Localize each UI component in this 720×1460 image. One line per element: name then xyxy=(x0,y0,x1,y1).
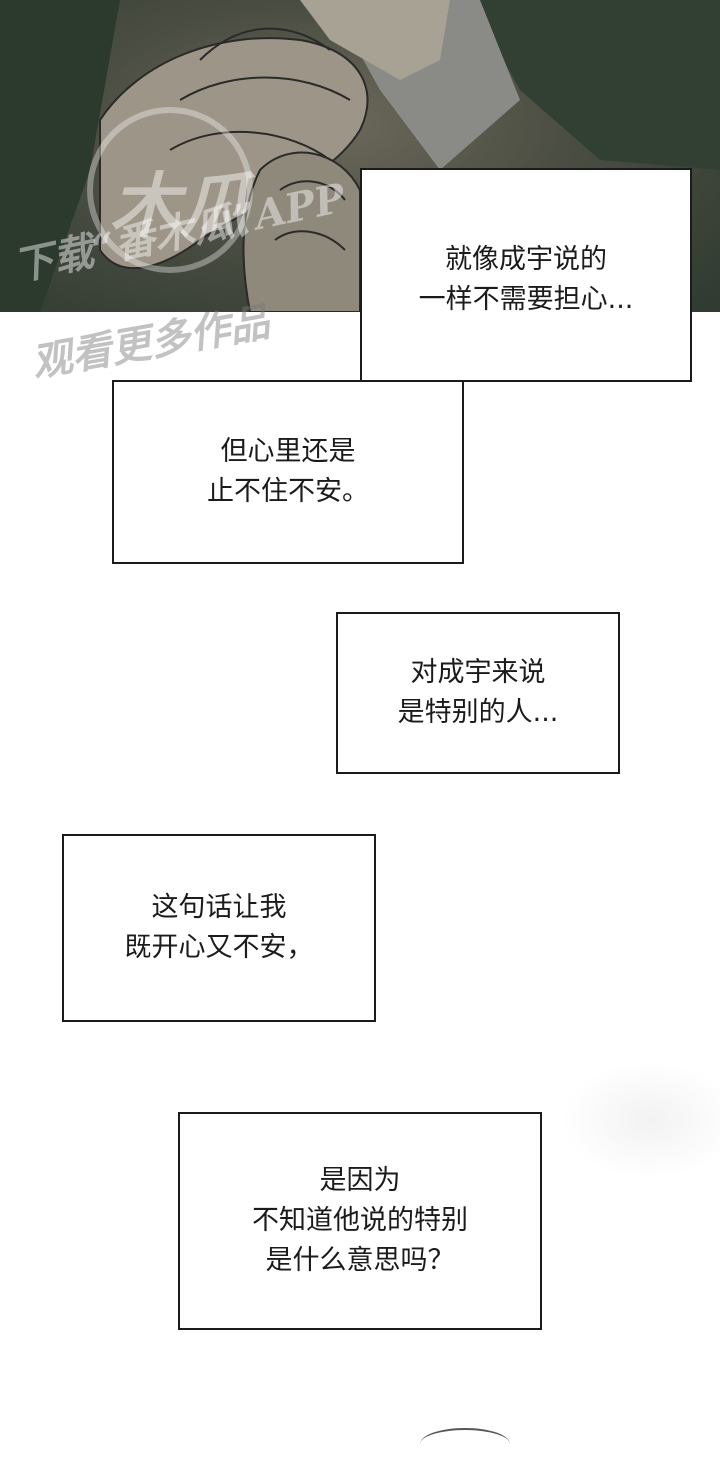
caption-line: 是因为 xyxy=(319,1165,401,1196)
caption-line: 止不住不安。 xyxy=(207,476,369,507)
background-smudge xyxy=(560,1060,720,1180)
caption-line: 既开心又不安， xyxy=(124,932,314,963)
caption-line: 是特别的人... xyxy=(397,697,559,728)
watermark-logo: 木瓜 xyxy=(110,164,250,247)
caption-box-5: 是因为 不知道他说的特别 是什么意思吗？ xyxy=(178,1112,542,1330)
caption-line: 但心里还是 xyxy=(220,436,356,467)
hands-illustration xyxy=(0,0,720,312)
caption-line: 就像成宇说的 xyxy=(445,244,607,275)
caption-line: 是什么意思吗？ xyxy=(265,1245,455,1276)
caption-box-2: 但心里还是 止不住不安。 xyxy=(112,380,464,564)
caption-line: 对成宇来说 xyxy=(410,657,546,688)
caption-line: 不知道他说的特别 xyxy=(252,1205,468,1236)
caption-line: 这句话让我 xyxy=(151,892,287,923)
next-panel-edge xyxy=(420,1428,510,1460)
caption-line: 一样不需要担心... xyxy=(418,284,634,315)
illustration-panel: 木瓜 下载“番木瓜”APP xyxy=(0,0,720,312)
caption-box-1: 就像成宇说的 一样不需要担心... xyxy=(360,168,692,382)
caption-box-4: 这句话让我 既开心又不安， xyxy=(62,834,376,1022)
caption-box-3: 对成宇来说 是特别的人... xyxy=(336,612,620,774)
